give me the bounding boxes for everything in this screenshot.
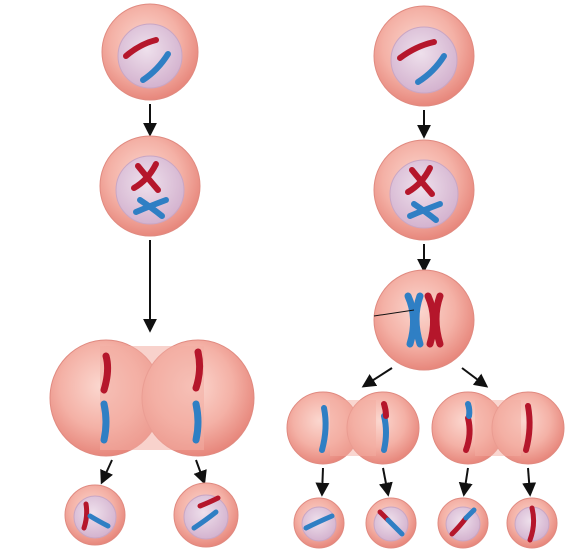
mitosis-replicated-cell [100,136,200,236]
chromosome-red [466,418,470,450]
arrow [383,468,388,494]
chromosome-blue [384,416,386,450]
meiosis-gamete-cell [507,498,557,548]
meiosis-gamete-cell [366,498,416,548]
mitosis-parent-cell [102,4,198,100]
meiosis-parent-cell [374,6,474,106]
mitosis-column [50,4,254,547]
nucleus [116,156,184,224]
arrow [322,468,323,494]
chromosome-blue [196,404,198,440]
meiosis-column [287,6,564,548]
arrow [528,468,530,494]
arrow [364,368,392,386]
meiosis-dividing-cell-right [432,392,564,464]
chromosome-red [526,406,530,450]
nucleus [390,160,458,228]
meiosis-replicated-cell [374,140,474,240]
meiosis-dividing-cell-left [287,392,419,464]
chromosome-red [104,356,108,390]
arrow [464,468,468,494]
meiosis-gamete-cell [294,498,344,548]
arrow [102,460,112,482]
chromosome-red [84,504,87,528]
mitosis-daughter-cell [174,483,238,547]
chromosome-blue [104,404,106,440]
arrow [196,460,204,482]
arrow [462,368,486,386]
chromosome-red-segment [384,404,386,416]
mitosis-dividing-cell [50,340,254,456]
chromosome-blue-segment [468,404,469,416]
mitosis-daughter-cell [65,485,125,545]
chromosome-red [196,352,200,388]
meiosis-gamete-cell [438,498,488,548]
chromosome-blue [322,408,326,450]
meiosis-crossing-over-cell [374,270,474,370]
